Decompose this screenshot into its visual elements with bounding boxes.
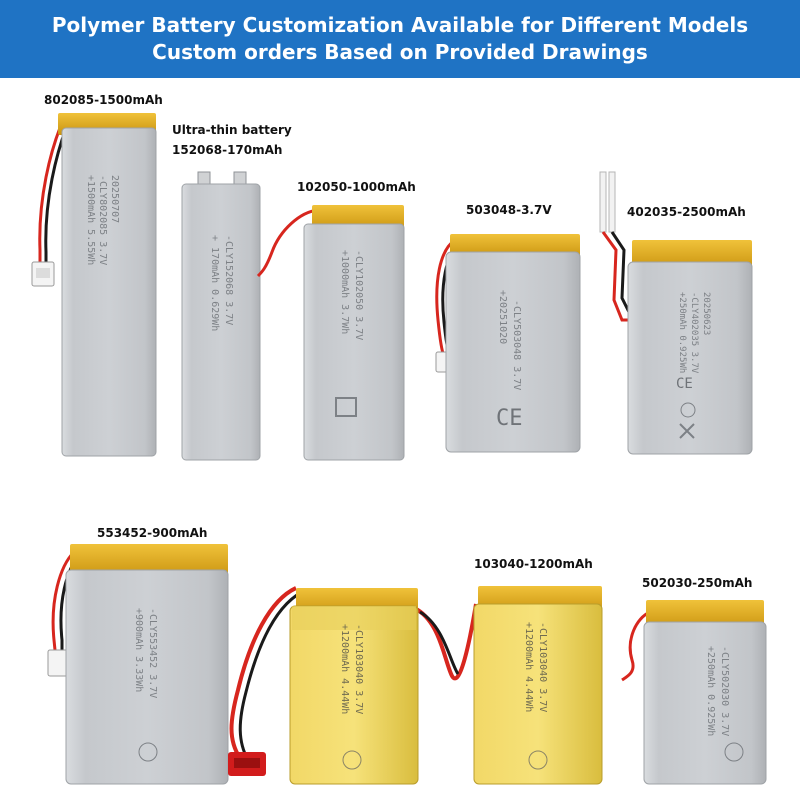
battery-caption: 102050-1000mAh [297, 180, 416, 194]
banner-title-line-2: Custom orders Based on Provided Drawings [152, 40, 648, 64]
battery-print-line: -CLY503048 3.7V [511, 300, 522, 390]
ul-mark-icon [680, 402, 696, 418]
certification-mark-icon [138, 742, 158, 762]
battery-print-line: -CLY502030 3.7V [719, 646, 730, 736]
ul-mark-icon [724, 742, 744, 762]
battery-print-line: +1200mAh 4.44Wh [523, 622, 534, 712]
battery-553452: -CLY553452 3.7V +900mAh 3.33Wh [47, 544, 229, 785]
battery-caption: 802085-1500mAh [44, 93, 163, 107]
battery-caption: 503048-3.7V [466, 203, 552, 217]
battery-print-line: +1500mAh 5.55Wh [85, 175, 96, 265]
battery-502030: -CLY502030 3.7V +250mAh 0.925Wh [621, 600, 767, 785]
battery-print-line: 20250707 [109, 175, 120, 223]
battery-102050: -CLY102050 3.7V +1000mAh 3.7Wh [256, 205, 405, 461]
battery-print-line: +900mAh 3.33Wh [133, 608, 144, 692]
battery-caption: 402035-2500mAh [627, 205, 746, 219]
battery-caption: 103040-1200mAh [474, 557, 593, 571]
battery-print-line: +20251020 [497, 290, 508, 344]
battery-print-line: + 170mAh 0.629Wh [209, 235, 220, 331]
battery-caption: 553452-900mAh [97, 526, 208, 540]
battery-print-line: +1200mAh 4.44Wh [339, 624, 350, 714]
battery-caption: 152068-170mAh [172, 143, 283, 157]
battery-caption: 502030-250mAh [642, 576, 753, 590]
battery-print-line: -CLY102050 3.7V [353, 250, 364, 340]
battery-103040-right: -CLY103040 3.7V +1200mAh 4.44Wh [473, 586, 603, 785]
battery-print-line: +1000mAh 3.7Wh [339, 250, 350, 334]
ce-mark-icon: CE [676, 376, 693, 392]
battery-wire-harness [228, 586, 478, 776]
ce-mark-icon: CE [496, 406, 523, 431]
recycle-bin-icon [679, 423, 695, 439]
battery-caption-subtitle: Ultra-thin battery [172, 123, 292, 137]
kc-mark-icon [335, 397, 357, 417]
battery-402035: -CLY402035 3.7V +250mAh 0.925Wh 20250623… [599, 171, 753, 455]
battery-802085: -CLY802085 3.7V +1500mAh 5.55Wh 20250707 [31, 113, 157, 457]
battery-152068: -CLY152068 3.7V + 170mAh 0.629Wh [181, 171, 261, 461]
battery-print-line: -CLY402035 3.7V [689, 292, 699, 374]
battery-print-line: 20250623 [701, 292, 711, 335]
header-banner: Polymer Battery Customization Available … [0, 0, 800, 78]
certification-mark-icon [528, 750, 548, 770]
banner-title-line-1: Polymer Battery Customization Available … [51, 13, 749, 37]
battery-print-line: -CLY103040 3.7V [353, 624, 364, 714]
battery-503048: -CLY503048 3.7V +20251020 CE [435, 234, 581, 453]
battery-103040-left: -CLY103040 3.7V +1200mAh 4.44Wh [289, 588, 419, 785]
battery-print-line: -CLY152068 3.7V [223, 235, 234, 325]
battery-print-line: -CLY553452 3.7V [147, 608, 158, 698]
battery-print-line: +250mAh 0.925Wh [705, 646, 716, 736]
battery-print-line: -CLY103040 3.7V [537, 622, 548, 712]
battery-print-line: -CLY802085 3.7V [97, 175, 108, 265]
battery-print-line: +250mAh 0.925Wh [677, 292, 687, 373]
certification-mark-icon [342, 750, 362, 770]
